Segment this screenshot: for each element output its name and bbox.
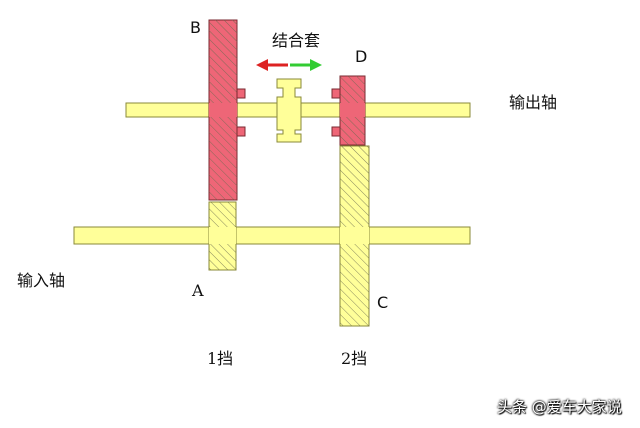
- label-gear-2: 2挡: [341, 349, 368, 368]
- gear-d: [331, 75, 366, 146]
- input-shaft: [73, 226, 471, 245]
- label-gear-d: D: [355, 47, 368, 66]
- label-gear-1: 1挡: [207, 349, 234, 368]
- label-input-shaft: 输入轴: [17, 271, 66, 290]
- label-gear-a: A: [192, 281, 204, 300]
- label-gear-c: C: [377, 293, 389, 312]
- gear-b: [208, 19, 246, 201]
- label-gear-b: B: [190, 18, 201, 37]
- label-output-shaft: 输出轴: [509, 93, 558, 112]
- sleeve: [276, 78, 302, 143]
- label-sleeve: 结合套: [272, 31, 321, 50]
- gear-a: [208, 201, 237, 271]
- arrow-left-icon: [256, 59, 288, 71]
- gear-c: [339, 145, 370, 327]
- arrow-right-icon: [290, 59, 322, 71]
- watermark: 头条 @爱车大家说: [497, 398, 622, 416]
